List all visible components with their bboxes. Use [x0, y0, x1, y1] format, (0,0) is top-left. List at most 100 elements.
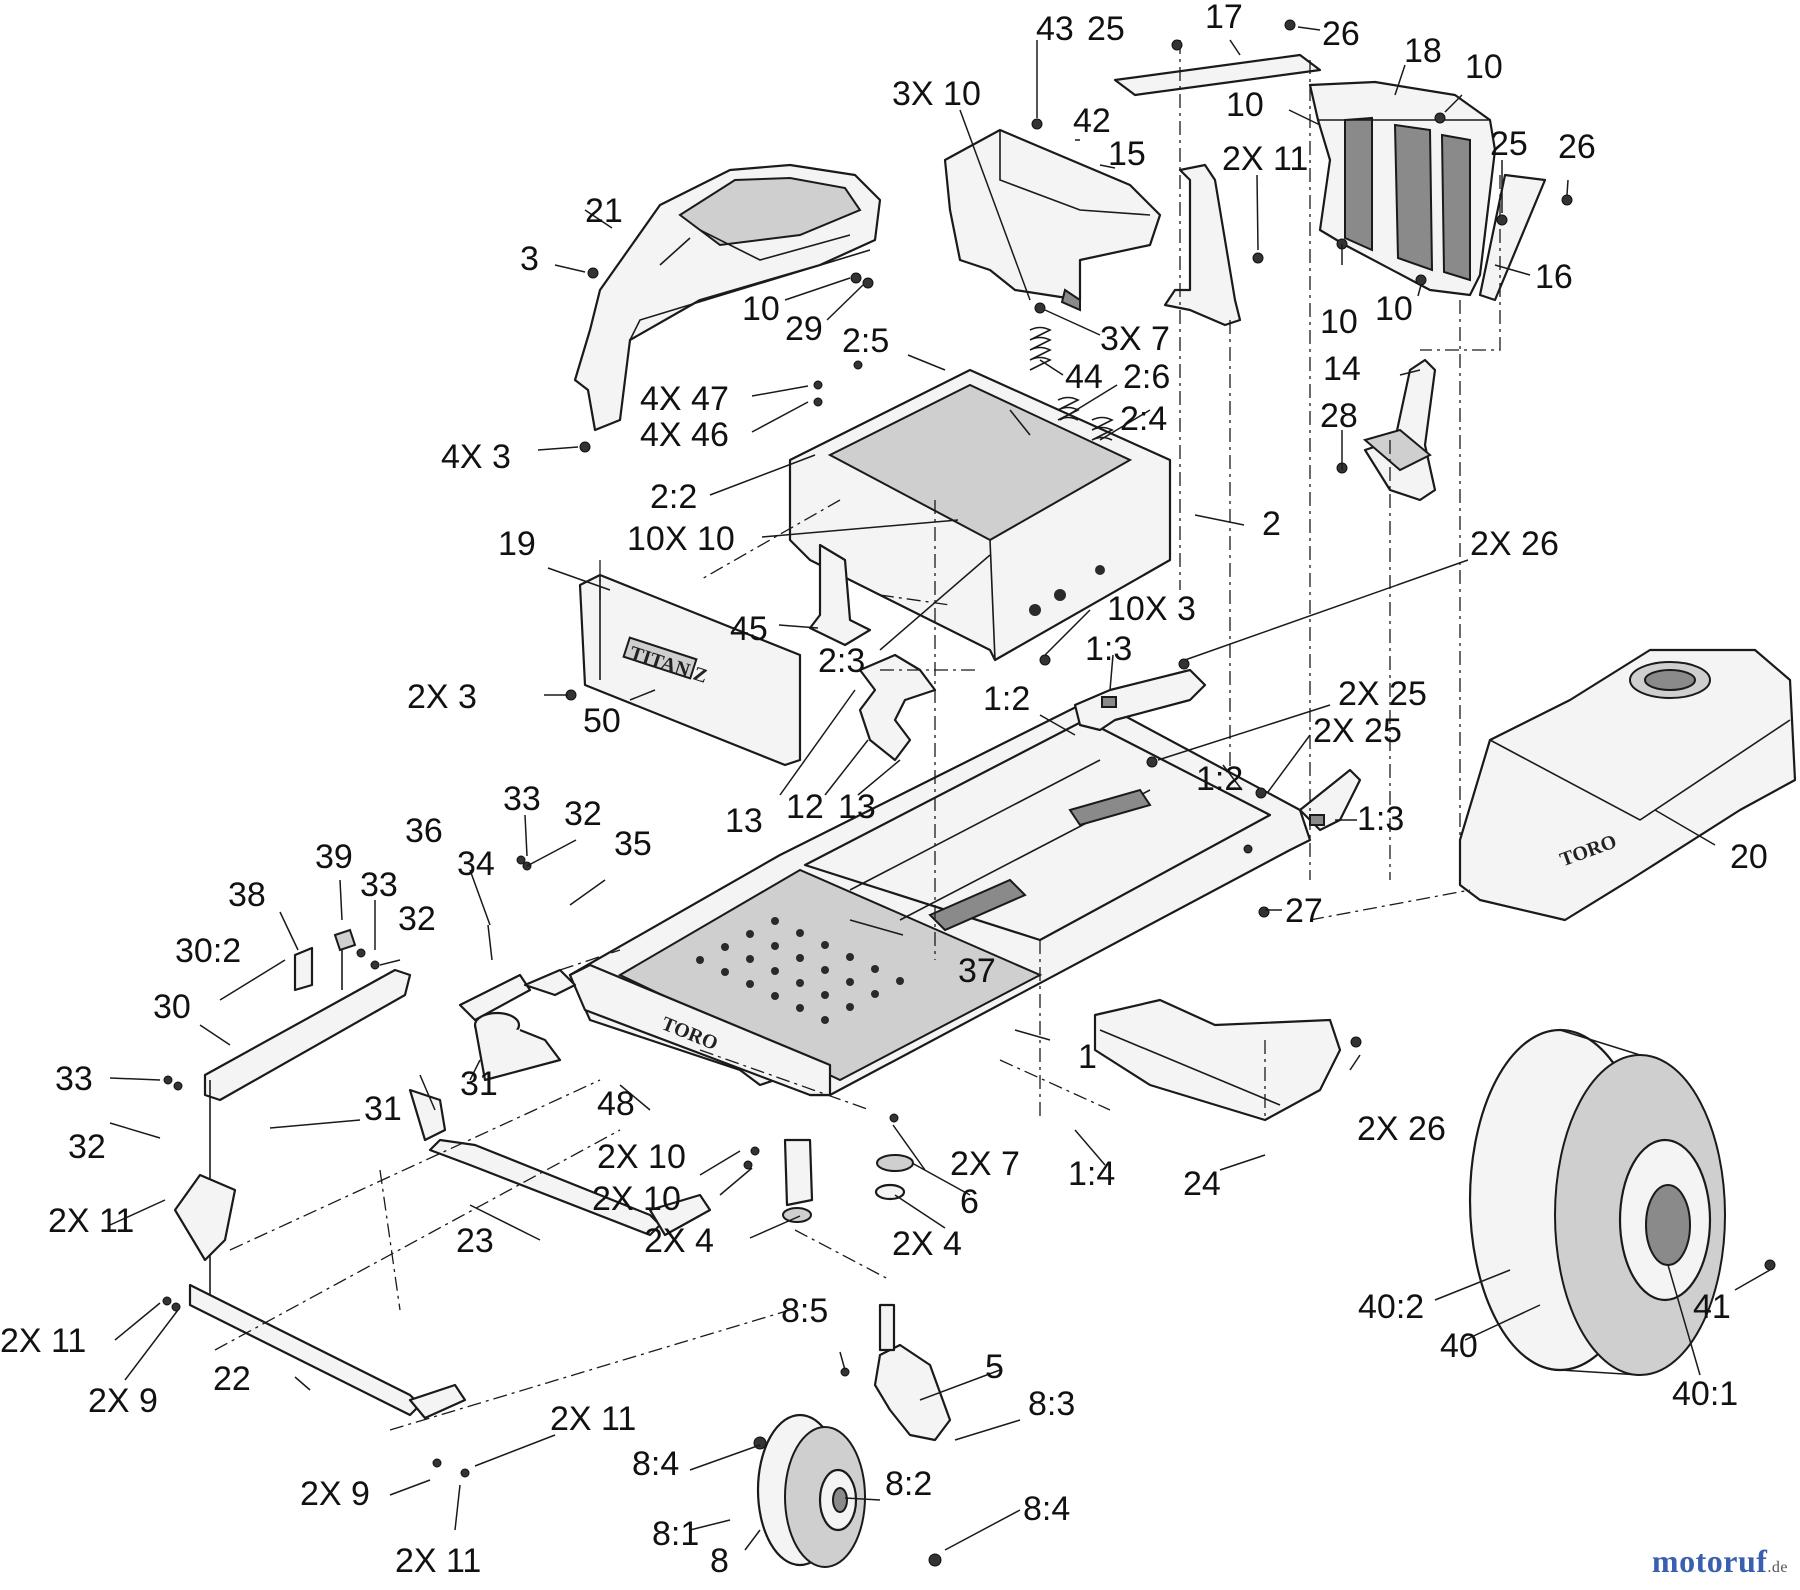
part-12-bracket: [858, 653, 937, 762]
part-38-tag: [293, 946, 314, 992]
callout-1-2: 1:2: [1196, 760, 1243, 798]
callout-10: 10: [1226, 86, 1264, 124]
part-39-fitting: [333, 928, 357, 990]
callout-26: 26: [1322, 15, 1360, 53]
callout-45: 45: [730, 610, 768, 648]
callout-38: 38: [228, 876, 266, 914]
callout-36: 36: [405, 812, 443, 850]
callout-2x25: 2X 25: [1313, 712, 1402, 750]
callout-8-4: 8:4: [632, 1445, 679, 1483]
callout-26: 26: [1558, 128, 1596, 166]
callout-23: 23: [456, 1222, 494, 1260]
callout-4x47: 4X 47: [640, 380, 729, 418]
part-15-bracket: [1163, 163, 1242, 327]
callout-32: 32: [398, 900, 436, 938]
callout-2x11: 2X 11: [550, 1400, 636, 1438]
callout-42: 42: [1073, 102, 1111, 140]
callout-2x4: 2X 4: [644, 1222, 714, 1260]
callout-18: 18: [1404, 32, 1442, 70]
callout-2-5: 2:5: [842, 322, 889, 360]
callout-15: 15: [1108, 135, 1146, 173]
callout-8-4: 8:4: [1023, 1490, 1070, 1528]
callout-4x46: 4X 46: [640, 416, 729, 454]
callout-2x11: 2X 11: [1222, 140, 1308, 178]
callout-10x10: 10X 10: [627, 520, 735, 558]
callout-2x4: 2X 4: [892, 1225, 962, 1263]
callout-33: 33: [360, 866, 398, 904]
footplate-holes: [696, 917, 904, 1024]
callout-10: 10: [1465, 48, 1503, 86]
part-34-linkage: [458, 968, 577, 1022]
caster-mount: [473, 1011, 562, 1082]
part-2-seat-frame: [788, 368, 1172, 662]
leader-lines: [109, 26, 1771, 1551]
hardware-fasteners: [162, 19, 1776, 1567]
callout-33: 33: [55, 1060, 93, 1098]
callout-25: 25: [1490, 125, 1528, 163]
callout-6: 6: [960, 1183, 979, 1221]
part-40-rear-wheel: [1468, 1028, 1726, 1376]
callout-2-3: 2:3: [818, 642, 865, 680]
watermark-brand: motoruf: [1651, 1543, 1768, 1579]
part-1-3-brackets: [1073, 668, 1362, 832]
part-42-rear-shroud: [943, 128, 1162, 312]
callout-1-3: 1:3: [1085, 630, 1132, 668]
callout-31: 31: [364, 1090, 402, 1128]
callout-2x9: 2X 9: [88, 1382, 158, 1420]
part-21-left-console: [573, 163, 882, 432]
callout-2-6: 2:6: [1123, 358, 1170, 396]
callout-27: 27: [1285, 892, 1323, 930]
callout-17: 17: [1205, 0, 1243, 36]
part-18-rear-panel: [1308, 80, 1497, 297]
callout-43: 43: [1036, 10, 1074, 48]
callout-10: 10: [1320, 303, 1358, 341]
callout-2x11: 2X 11: [0, 1322, 86, 1360]
callout-3x10: 3X 10: [892, 75, 981, 113]
callout-1-3: 1:3: [1357, 800, 1404, 838]
part-22-axle: [188, 1283, 467, 1420]
part-16-side-plate: [1478, 173, 1547, 302]
callout-3x7: 3X 7: [1100, 320, 1170, 358]
callout-4x3: 4X 3: [441, 438, 511, 476]
callout-5: 5: [985, 1348, 1004, 1386]
callout-2x10: 2X 10: [592, 1180, 681, 1218]
callout-2x9: 2X 9: [300, 1475, 370, 1513]
callout-8-5: 8:5: [781, 1292, 828, 1330]
callout-40-1: 40:1: [1672, 1375, 1738, 1413]
callout-44: 44: [1065, 358, 1103, 396]
callout-28: 28: [1320, 397, 1358, 435]
callout-25: 25: [1087, 10, 1125, 48]
callout-8-2: 8:2: [885, 1465, 932, 1503]
watermark-logo: motoruf.de: [1652, 1543, 1788, 1580]
callout-12: 12: [786, 788, 824, 826]
callout-29: 29: [785, 310, 823, 348]
part-23-axle: [408, 1088, 712, 1237]
callout-37: 37: [958, 952, 996, 990]
callout-33: 33: [503, 780, 541, 818]
callout-2x11: 2X 11: [48, 1202, 134, 1240]
callout-2x7: 2X 7: [950, 1145, 1020, 1183]
callout-labels: 43 25 17 26 18 10 3X 10 10 42 15 2X 11 2…: [0, 0, 1768, 1580]
callout-1: 1: [1078, 1038, 1097, 1076]
callout-2: 2: [1262, 505, 1281, 543]
callout-24: 24: [1183, 1165, 1221, 1203]
callout-2x11: 2X 11: [395, 1542, 481, 1580]
callout-32: 32: [564, 795, 602, 833]
callout-2x10: 2X 10: [597, 1138, 686, 1176]
part-45-support: [808, 543, 872, 647]
callout-40: 40: [1440, 1327, 1478, 1365]
callout-50: 50: [583, 702, 621, 740]
callout-2-2: 2:2: [650, 478, 697, 516]
callout-19: 19: [498, 525, 536, 563]
callout-1-4: 1:4: [1068, 1155, 1115, 1193]
part-20-right-fender: TORO: [1458, 648, 1797, 922]
callout-20: 20: [1730, 838, 1768, 876]
assembly-lines: [214, 40, 1501, 1431]
callout-2-4: 2:4: [1120, 400, 1167, 438]
callout-22: 22: [213, 1360, 251, 1398]
callout-10x3: 10X 3: [1107, 590, 1196, 628]
watermark-tld: .de: [1767, 1559, 1788, 1576]
callout-10: 10: [742, 290, 780, 328]
callout-40-2: 40:2: [1358, 1288, 1424, 1326]
